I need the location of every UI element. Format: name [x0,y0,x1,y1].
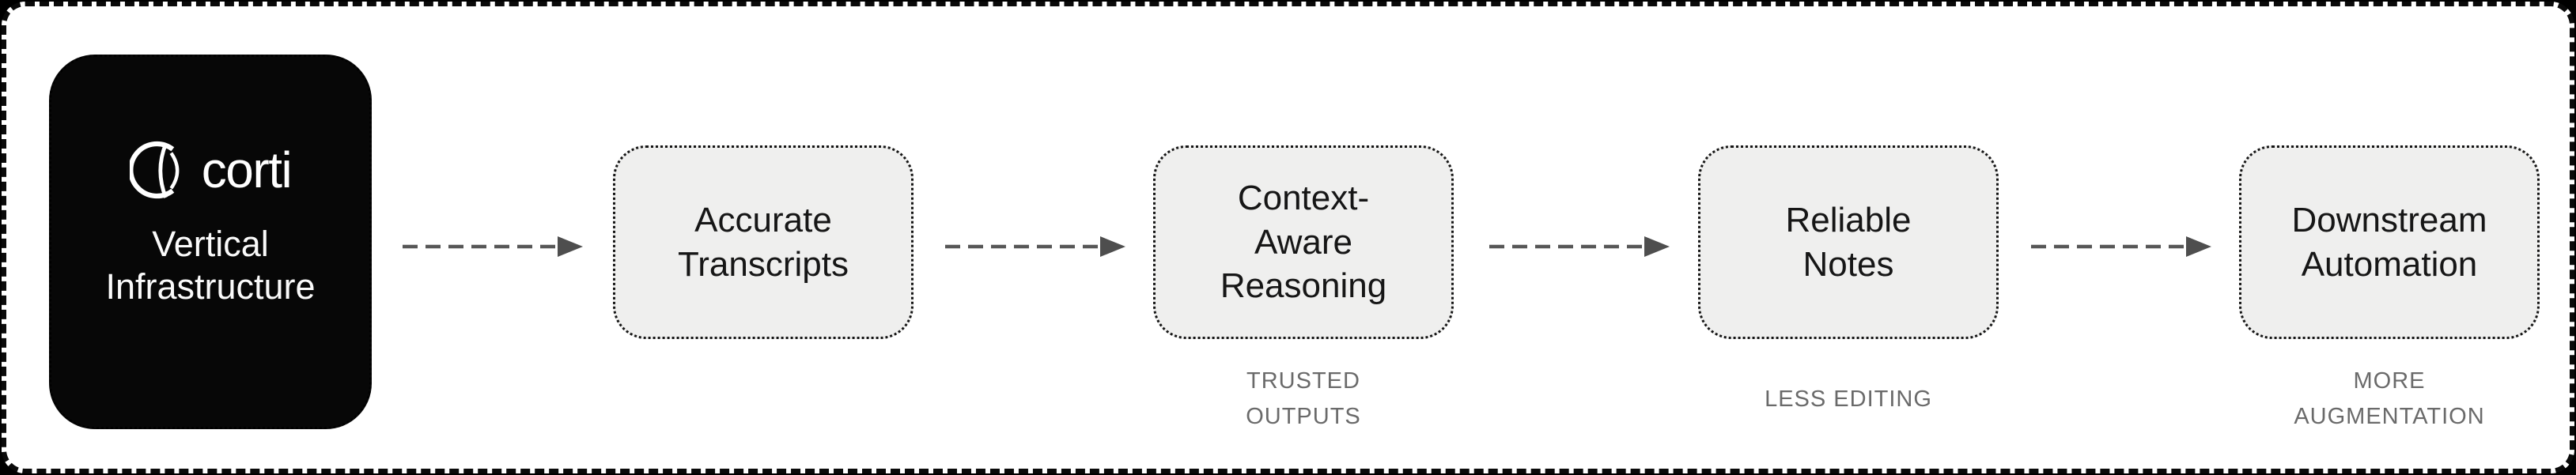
brand-node-label: Vertical Infrastructure [105,224,316,307]
step-caption-less-editing: LESS EDITING [1765,386,1932,412]
flow-arrow-3 [1489,236,1670,257]
corti-logo-icon [129,141,180,199]
step-caption-more-augmentation: MORE AUGMENTATION [2294,368,2485,429]
step-node-context-aware-reasoning: Context- Aware Reasoning [1153,145,1454,339]
step-node-reliable-notes: Reliable Notes [1698,145,1999,339]
flow-arrow-4 [2031,236,2211,257]
step-node-accurate-transcripts: Accurate Transcripts [613,145,914,339]
brand-node-vertical-infrastructure: corti Vertical Infrastructure [49,55,372,429]
corti-logo-text: corti [201,141,293,198]
step-caption-trusted-outputs: TRUSTED OUTPUTS [1246,368,1361,429]
corti-logo: corti [129,141,293,199]
flow-arrow-2 [945,236,1125,257]
step-node-downstream-automation: Downstream Automation [2239,145,2540,339]
flow-arrow-1 [403,236,583,257]
